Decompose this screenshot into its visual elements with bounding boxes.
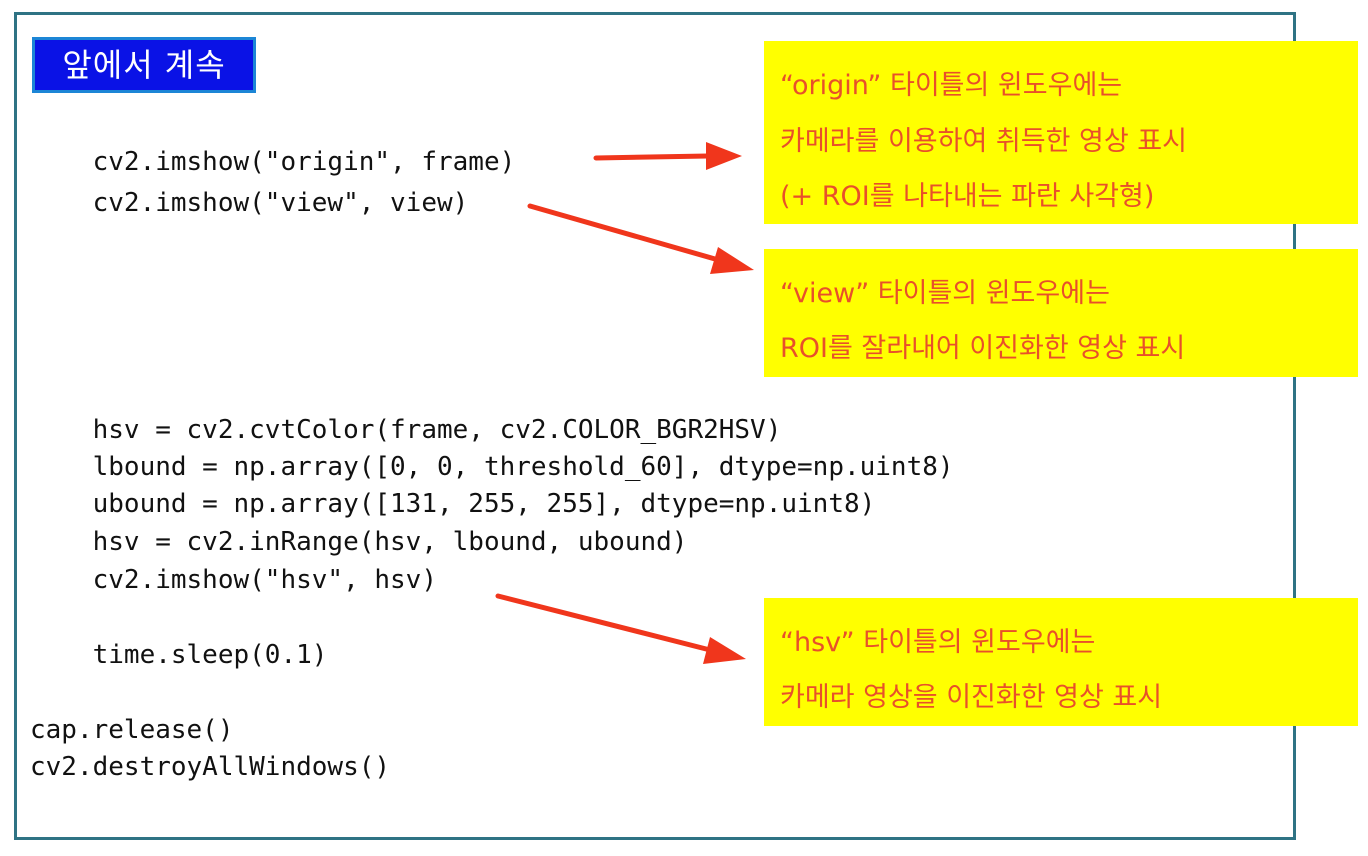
note-line: “origin” 타이틀의 윈도우에는: [780, 70, 1123, 101]
code-line: cap.release(): [30, 715, 234, 745]
note-line: (+ ROI를 나타내는 파란 사각형): [780, 181, 1155, 212]
slide-frame: [14, 12, 1296, 840]
hsv-window-note: “hsv” 타이틀의 윈도우에는 카메라 영상을 이진화한 영상 표시: [764, 598, 1358, 726]
code-line: cv2.destroyAllWindows(): [30, 752, 391, 782]
code-line: ubound = np.array([131, 255, 255], dtype…: [30, 489, 876, 519]
code-line: time.sleep(0.1): [30, 640, 328, 670]
note-line: “view” 타이틀의 윈도우에는: [780, 278, 1110, 309]
note-line: “hsv” 타이틀의 윈도우에는: [780, 627, 1096, 658]
code-line: hsv = cv2.inRange(hsv, lbound, ubound): [30, 527, 688, 557]
code-line: cv2.imshow("hsv", hsv): [30, 565, 437, 595]
arrow-to-view-note: [527, 203, 754, 274]
view-window-note: “view” 타이틀의 윈도우에는 ROI를 잘라내어 이진화한 영상 표시: [764, 249, 1358, 377]
note-line: 카메라를 이용하여 취득한 영상 표시: [780, 126, 1187, 157]
code-line: cv2.imshow("view", view): [30, 188, 469, 218]
note-line: 카메라 영상을 이진화한 영상 표시: [780, 682, 1163, 713]
arrow-to-hsv-note: [495, 593, 746, 664]
note-line: ROI를 잘라내어 이진화한 영상 표시: [780, 333, 1186, 364]
code-line: cv2.imshow("origin", frame): [30, 147, 516, 177]
code-line: lbound = np.array([0, 0, threshold_60], …: [30, 452, 954, 482]
code-line: hsv = cv2.cvtColor(frame, cv2.COLOR_BGR2…: [30, 415, 782, 445]
arrow-to-origin-note: [593, 142, 742, 170]
title-badge: 앞에서 계속: [32, 37, 256, 93]
origin-window-note: “origin” 타이틀의 윈도우에는 카메라를 이용하여 취득한 영상 표시 …: [764, 41, 1358, 224]
